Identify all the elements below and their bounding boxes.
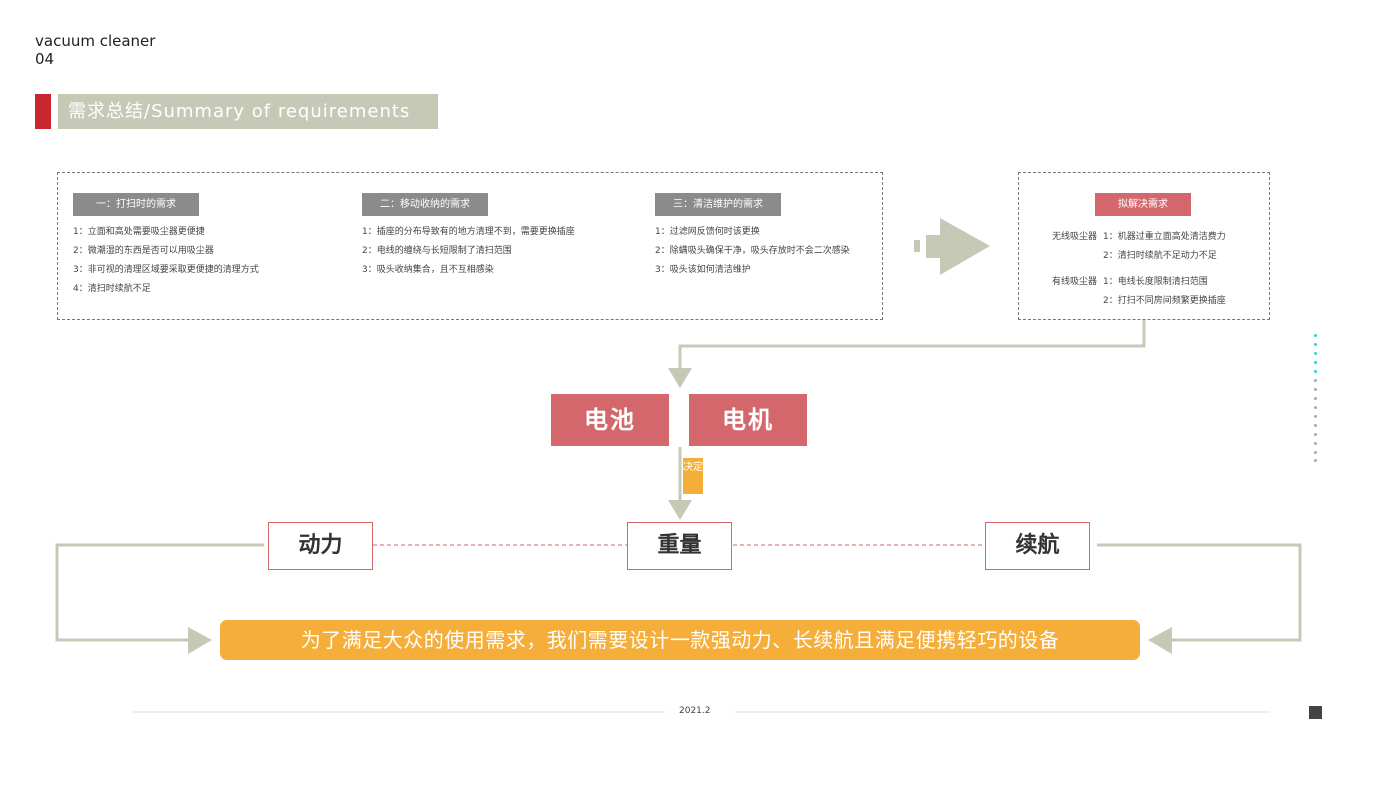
list-item: 3：吸头收纳集合，且不互相感染: [362, 265, 494, 275]
component-motor: 电机: [689, 394, 807, 446]
list-item: 1：机器过重立面高处清洁费力: [1103, 232, 1226, 242]
footer-square: [1309, 706, 1322, 719]
wired-label: 有线吸尘器: [1052, 277, 1098, 287]
list-item: 2：除螨吸头确保干净，吸头存放时不会二次感染: [655, 246, 850, 256]
group-title: 三：清洁维护的需求: [655, 193, 781, 216]
brand-name: vacuum cleaner: [35, 32, 156, 50]
list-item: 2：清扫时续航不足动力不足: [1103, 251, 1217, 261]
group-title: 一：打扫时的需求: [73, 193, 199, 216]
component-battery: 电池: [551, 394, 669, 446]
factor-weight: 重量: [627, 522, 732, 570]
solution-title: 拟解决需求: [1095, 193, 1191, 216]
list-item: 2：电线的缠绕与长短限制了清扫范围: [362, 246, 512, 256]
page-number: 04: [35, 50, 55, 68]
list-item: 2：微潮湿的东西是否可以用吸尘器: [73, 246, 214, 256]
decide-label: 决定: [683, 458, 703, 494]
group-1: 一：打扫时的需求 1：立面和高处需要吸尘器更便捷 2：微潮湿的东西是否可以用吸尘…: [73, 193, 259, 299]
wireless-label: 无线吸尘器: [1052, 232, 1098, 242]
list-item: 1：电线长度限制清扫范围: [1103, 277, 1208, 287]
list-item: 3：非可视的清理区域要采取更便捷的清理方式: [73, 265, 259, 275]
list-item: 1：立面和高处需要吸尘器更便捷: [73, 227, 205, 237]
title-accent: [35, 94, 51, 129]
conclusion-banner: 为了满足大众的使用需求，我们需要设计一款强动力、长续航且满足便携轻巧的设备: [220, 620, 1140, 660]
factor-endurance: 续航: [985, 522, 1090, 570]
group-2: 二：移动收纳的需求 1：插座的分布导致有的地方清理不到，需要更换插座 2：电线的…: [362, 193, 575, 280]
list-item: 4：清扫时续航不足: [73, 284, 151, 294]
page-title: 需求总结/Summary of requirements: [58, 94, 438, 129]
list-item: 2：打扫不同房间频繁更换插座: [1103, 296, 1226, 306]
group-3: 三：清洁维护的需求 1：过滤网反馈何时该更换 2：除螨吸头确保干净，吸头存放时不…: [655, 193, 850, 280]
requirements-box: [57, 172, 883, 320]
list-item: 3：吸头该如何清洁维护: [655, 265, 751, 275]
list-item: 1：过滤网反馈何时该更换: [655, 227, 760, 237]
factor-power: 动力: [268, 522, 373, 570]
group-title: 二：移动收纳的需求: [362, 193, 488, 216]
solution-box: [1018, 172, 1270, 320]
big-arrow-icon: [914, 218, 990, 275]
list-item: 1：插座的分布导致有的地方清理不到，需要更换插座: [362, 227, 575, 237]
footer-date: 2021.2: [679, 706, 711, 716]
